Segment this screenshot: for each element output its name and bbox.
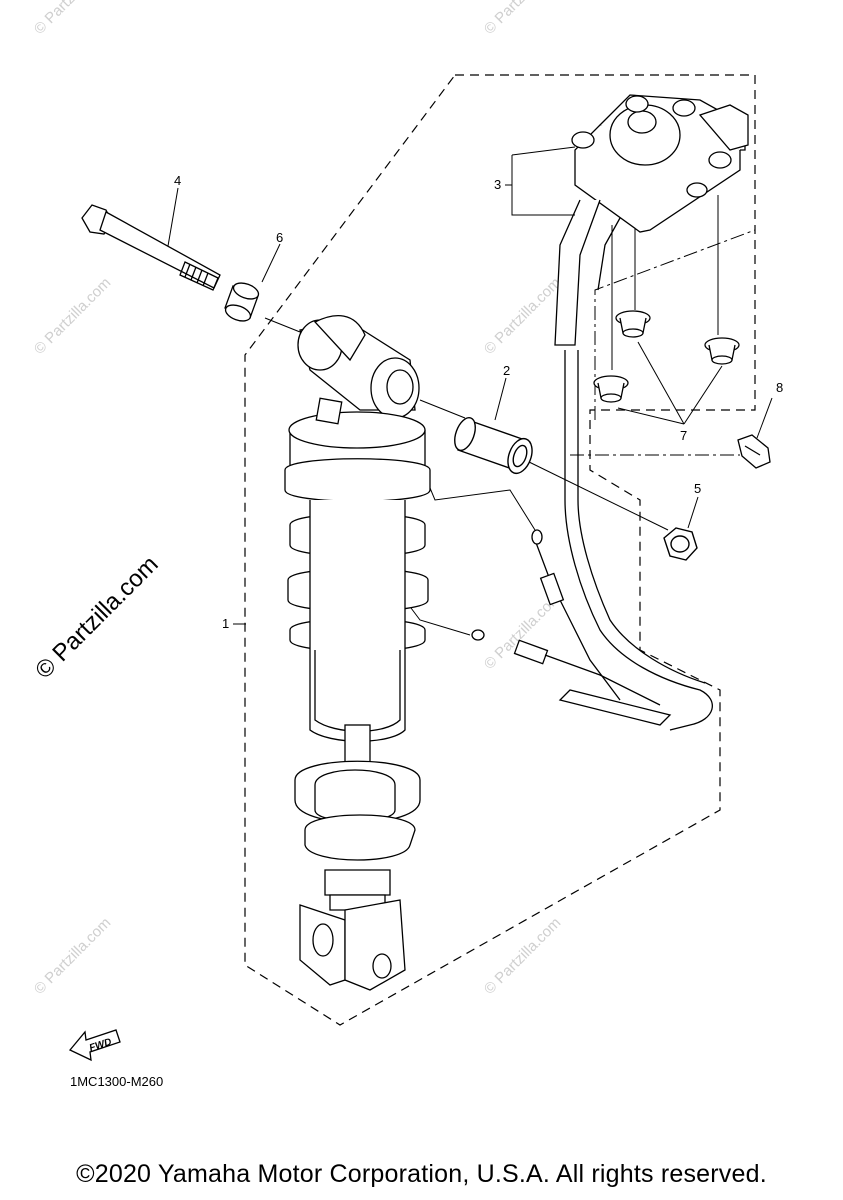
callout-3: 3 xyxy=(494,177,501,192)
watermarks: © Partzilla.com © Partzilla.com © Partzi… xyxy=(30,0,564,998)
watermark: © Partzilla.com xyxy=(31,274,114,357)
bolt xyxy=(81,204,221,291)
callout-6: 6 xyxy=(276,230,283,245)
dash-dot-lines xyxy=(570,229,756,456)
watermark: © Partzilla.com xyxy=(31,914,114,997)
remote-hose xyxy=(471,350,713,731)
watermark: © Partzilla.com xyxy=(481,274,564,357)
callout-5: 5 xyxy=(694,481,701,496)
diagram-code: 1MC1300-M260 xyxy=(70,1074,164,1089)
watermark: © Partzilla.com xyxy=(481,914,564,997)
callout-leaders xyxy=(167,146,773,625)
nut xyxy=(663,527,698,561)
callout-1: 1 xyxy=(222,616,229,631)
callout-7: 7 xyxy=(680,428,687,443)
bushing xyxy=(454,417,533,475)
callout-4: 4 xyxy=(174,173,181,188)
clamp xyxy=(737,434,771,469)
copyright-footer: ©2020 Yamaha Motor Corporation, U.S.A. A… xyxy=(76,1160,767,1188)
adjuster xyxy=(554,94,749,346)
shock-absorber xyxy=(284,315,431,991)
watermark: © Partzilla.com xyxy=(31,0,114,38)
watermark-large: © Partzilla.com xyxy=(30,551,163,684)
grommets xyxy=(593,310,740,403)
callout-8: 8 xyxy=(776,380,783,395)
callout-numbers: 1 2 3 4 5 6 7 8 xyxy=(174,173,783,631)
collar xyxy=(224,282,260,322)
watermark: © Partzilla.com xyxy=(481,0,564,38)
callout-2: 2 xyxy=(503,363,510,378)
fwd-arrow-icon: FWD xyxy=(68,1029,121,1062)
